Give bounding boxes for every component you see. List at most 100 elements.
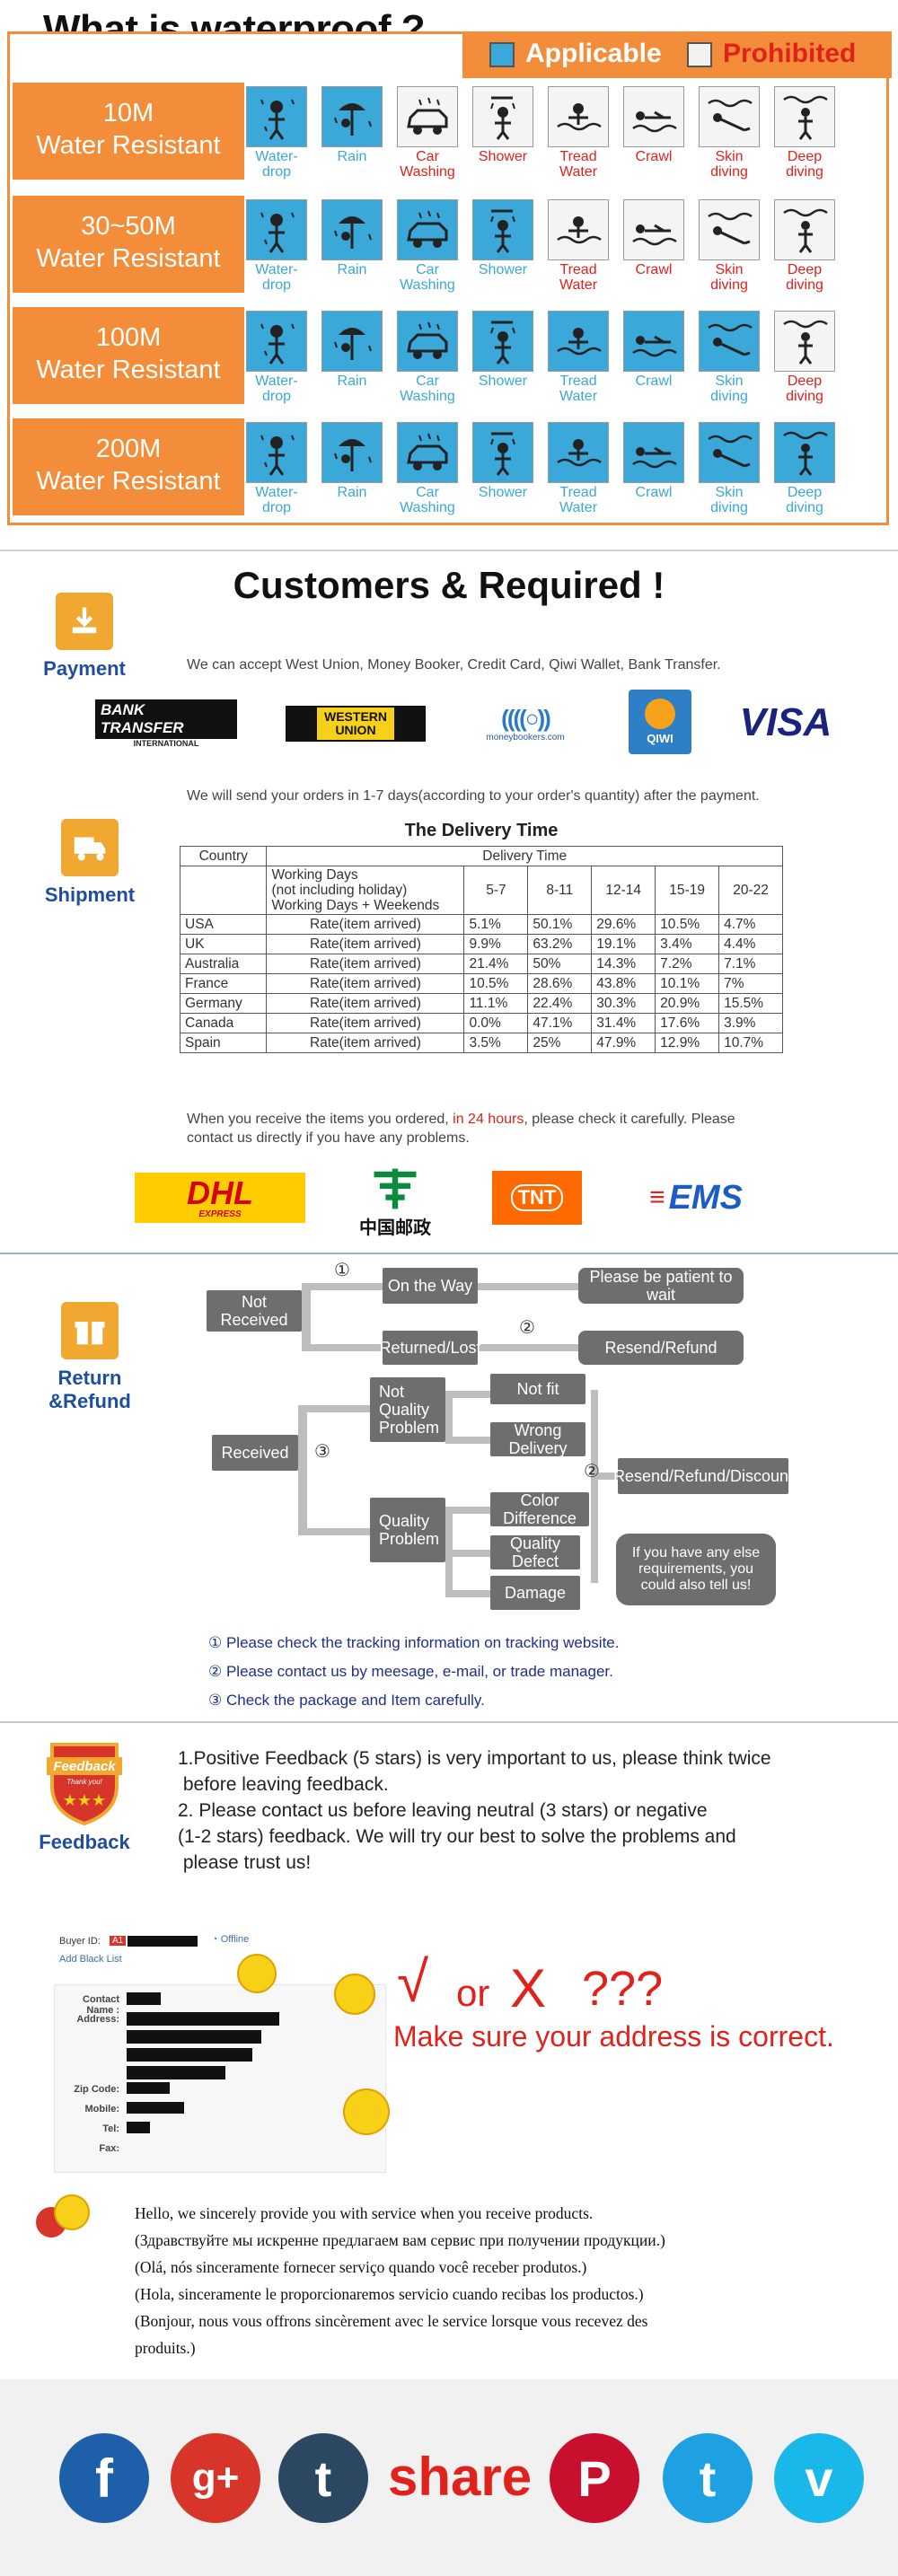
visa-logo: VISA [739, 700, 832, 744]
crawl-icon [623, 422, 684, 483]
activity-cell: Tread Water [546, 422, 611, 515]
address-label: Address: [76, 2014, 119, 2025]
activity-label: Deep diving [786, 374, 823, 404]
resistance-depth: 100M [95, 323, 162, 352]
china-post-icon [374, 1168, 417, 1209]
table-cell: Rate(item arrived) [266, 1013, 465, 1033]
activity-label: Rain [337, 485, 367, 500]
payment-icon [56, 593, 113, 650]
dhl-logo: DHL EXPRESS [135, 1173, 305, 1223]
activity-label: Tread Water [559, 149, 598, 180]
tread-water-icon [548, 199, 609, 260]
add-black-list-link[interactable]: Add Black List [59, 1954, 122, 1965]
smiley-icon [343, 2088, 390, 2135]
table-cell: 7.1% [718, 954, 783, 974]
note-highlight: in 24 hours [453, 1112, 524, 1127]
activity-label: Crawl [635, 485, 673, 500]
greeting-line-2: (Здравствуйте мы искренне предлагаем вам… [135, 2231, 665, 2249]
activity-label: Water-drop [255, 149, 298, 180]
table-cell: Rate(item arrived) [266, 934, 465, 954]
activity-cell: Shower [471, 422, 535, 515]
twitter-icon[interactable]: t [663, 2433, 753, 2523]
facebook-icon[interactable]: f [59, 2433, 149, 2523]
activity-label: Deep diving [786, 262, 823, 293]
table-cell: 63.2% [527, 934, 593, 954]
water-drop-icon [246, 199, 307, 260]
activity-cell: Skin diving [697, 199, 762, 293]
activity-cell: Deep diving [772, 199, 837, 293]
divider [0, 1253, 898, 1254]
table-cell: 5-7 [463, 866, 529, 915]
western-union-text-2: UNION [335, 723, 376, 737]
activity-cell: Car Washing [395, 422, 460, 515]
shipment-label: Shipment [44, 884, 136, 906]
crawl-icon [623, 311, 684, 372]
table-cell: 47.9% [591, 1033, 656, 1053]
table-cell: Rate(item arrived) [266, 973, 465, 994]
fax-label: Fax: [99, 2143, 119, 2154]
dhl-text: DHL [187, 1174, 253, 1211]
tumblr-icon[interactable]: t [278, 2433, 368, 2523]
table-cell: 19.1% [591, 934, 656, 954]
vimeo-icon[interactable]: v [774, 2433, 864, 2523]
tnt-text: TNT [510, 1184, 564, 1211]
not-quality-box: Not Quality Problem [370, 1377, 445, 1442]
step-number-3: ③ [314, 1442, 330, 1462]
dhl-sub: EXPRESS [198, 1209, 242, 1219]
smiley-icon [334, 1974, 375, 2015]
china-post-text: 中国邮政 [359, 1218, 431, 1238]
deep-diving-icon [774, 199, 835, 260]
contact-name-label: Contact Name : [83, 1994, 119, 2016]
pinterest-icon[interactable]: P [550, 2433, 639, 2523]
feedback-badge-sub: Thank you! [66, 1778, 102, 1786]
table-cell: 10.5% [463, 973, 529, 994]
activity-cell: Rain [320, 311, 384, 404]
activity-cell: Shower [471, 311, 535, 404]
svg-text:★★★: ★★★ [63, 1791, 106, 1809]
feedback-badge-text: Feedback [53, 1759, 116, 1774]
refund-note-1: ① Please check the tracking information … [208, 1634, 620, 1651]
google-plus-icon[interactable]: g+ [171, 2433, 260, 2523]
activity-label: Shower [478, 262, 528, 277]
damage-box: Damage [490, 1576, 580, 1610]
table-cell: 22.4% [527, 993, 593, 1014]
rain-icon [321, 311, 383, 372]
table-cell: 10.7% [718, 1033, 783, 1053]
activity-cell: Shower [471, 86, 535, 180]
table-cell: 21.4% [463, 954, 529, 974]
resistance-text: Water Resistant [36, 244, 221, 273]
refund-note-3: ③ Check the package and Item carefully. [208, 1692, 485, 1709]
truck-icon [61, 819, 119, 876]
activity-label: Tread Water [559, 262, 598, 293]
table-cell: 47.1% [527, 1013, 593, 1033]
activity-cell: Water-drop [244, 199, 309, 293]
water-drop-icon [246, 422, 307, 483]
activity-label: Deep diving [786, 149, 823, 180]
crawl-icon [623, 199, 684, 260]
activity-label: Rain [337, 149, 367, 164]
activity-label: Tread Water [559, 374, 598, 404]
activity-cell: Tread Water [546, 311, 611, 404]
activity-cell: Skin diving [697, 311, 762, 404]
redacted-address-4 [127, 2066, 225, 2079]
legend-prohibited: Prohibited [723, 39, 857, 68]
table-cell: 5.1% [463, 914, 529, 935]
feedback-badge: ★★★ Feedback Thank you! [43, 1737, 126, 1827]
payment-label: Payment [43, 657, 126, 680]
table-cell: 29.6% [591, 914, 656, 935]
table-cell: 50% [527, 954, 593, 974]
greeting-line-4: (Hola, sinceramente le proporcionaremos … [135, 2285, 644, 2303]
activity-cell: Skin diving [697, 86, 762, 180]
western-union-logo: WESTERN UNION [286, 706, 426, 742]
applicable-swatch [489, 42, 515, 67]
table-header-row: Working Days (not including holiday) Wor… [179, 866, 783, 915]
table-cell: 12-14 [591, 866, 656, 915]
smiley-icon [237, 1954, 277, 1993]
table-cell: 4.4% [718, 934, 783, 954]
